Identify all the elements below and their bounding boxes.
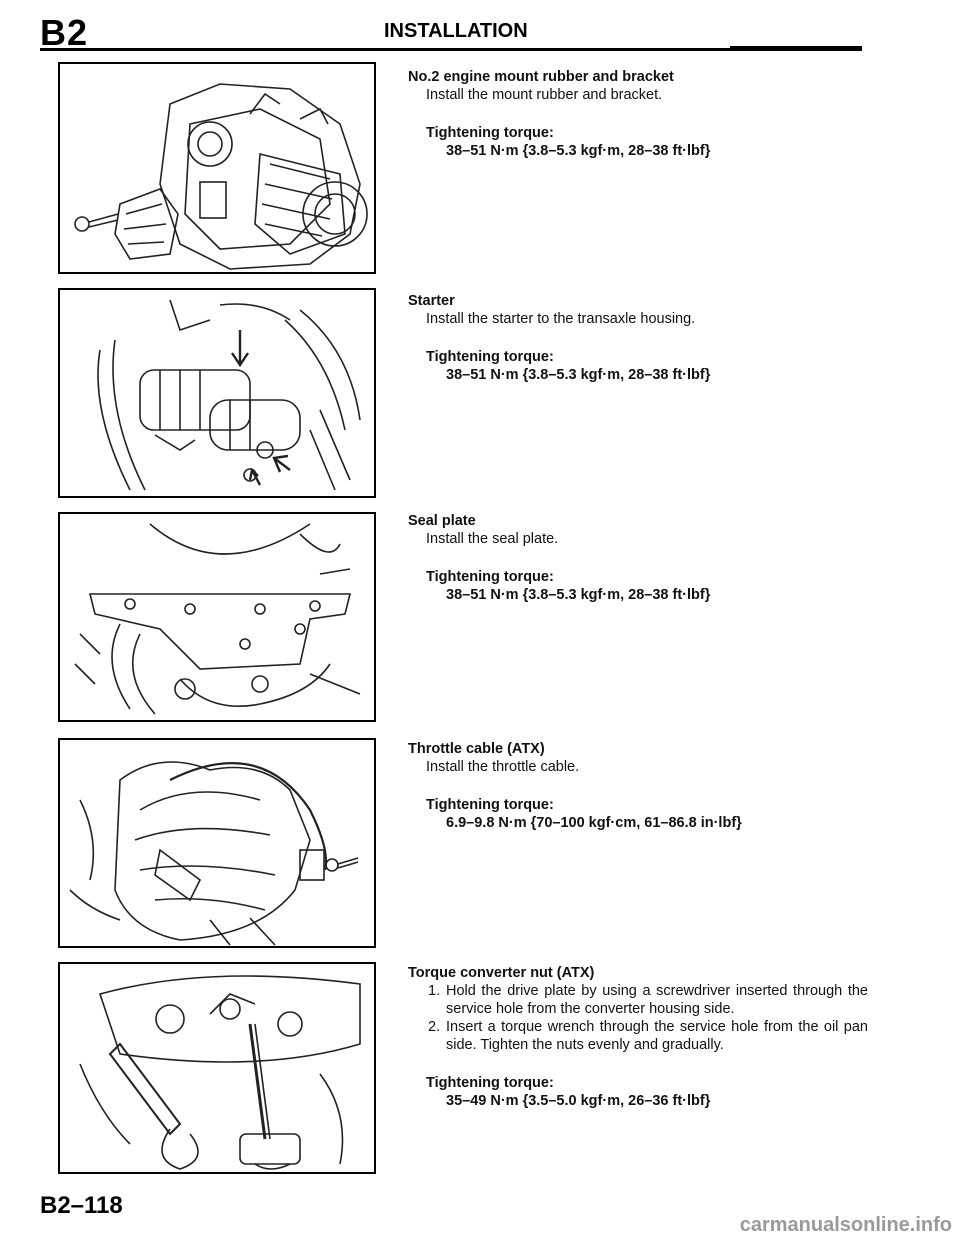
step-torque-converter: Torque converter nut (ATX) 1. Hold the d… (408, 964, 868, 1110)
step-title: Throttle cable (ATX) (408, 741, 545, 757)
step-description: Install the seal plate. (426, 531, 559, 547)
torque-value: 38–51 N·m {3.8–5.3 kgf·m, 28–38 ft·lbf} (446, 143, 711, 159)
figure-throttle-cable (58, 738, 376, 948)
figure-engine-mount (58, 62, 376, 274)
step-title: Starter (408, 293, 455, 309)
header-rule (40, 48, 862, 51)
list-number: 1. (428, 983, 441, 999)
list-item: 1. Hold the drive plate by using a screw… (408, 982, 868, 1018)
procedure-list: 1. Hold the drive plate by using a screw… (408, 982, 868, 1054)
page-title: INSTALLATION (384, 20, 528, 42)
list-item: 2. Insert a torque wrench through the se… (408, 1018, 868, 1054)
list-text: Hold the drive plate by using a screwdri… (446, 983, 868, 1017)
torque-label: Tightening torque: (426, 1075, 554, 1091)
throttle-cable-illustration (69, 761, 359, 946)
torque-value: 38–51 N·m {3.8–5.3 kgf·m, 28–38 ft·lbf} (446, 587, 711, 603)
torque-label: Tightening torque: (426, 349, 554, 365)
step-throttle-cable: Throttle cable (ATX) Install the throttl… (408, 740, 868, 832)
torque-label: Tightening torque: (426, 569, 554, 585)
torque-value: 35–49 N·m {3.5–5.0 kgf·m, 26–36 ft·lbf} (446, 1093, 711, 1109)
step-title: Seal plate (408, 513, 476, 529)
torque-label: Tightening torque: (426, 797, 554, 813)
torque-value: 6.9–9.8 N·m {70–100 kgf·cm, 61–86.8 in·l… (446, 815, 742, 831)
step-description: Install the throttle cable. (426, 759, 580, 775)
header-rule-accent (730, 46, 862, 51)
torque-converter-illustration (79, 975, 361, 1170)
step-title: Torque converter nut (ATX) (408, 965, 595, 981)
step-title: No.2 engine mount rubber and bracket (408, 69, 674, 85)
engine-mount-illustration (74, 83, 368, 270)
torque-label: Tightening torque: (426, 125, 554, 141)
torque-value: 38–51 N·m {3.8–5.3 kgf·m, 28–38 ft·lbf} (446, 367, 711, 383)
figure-seal-plate (58, 512, 376, 722)
page-number: B2–118 (40, 1192, 123, 1219)
step-description: Install the mount rubber and bracket. (426, 87, 663, 103)
figure-torque-converter (58, 962, 376, 1174)
list-number: 2. (428, 1019, 441, 1035)
figure-starter (58, 288, 376, 498)
step-seal-plate: Seal plate Install the seal plate. Tight… (408, 512, 868, 604)
page-header: B2 INSTALLATION (0, 0, 960, 60)
section-code: B2 (40, 12, 89, 53)
watermark: carmanualsonline.info (739, 1214, 952, 1236)
step-starter: Starter Install the starter to the trans… (408, 292, 868, 384)
step-description: Install the starter to the transaxle hou… (426, 311, 696, 327)
starter-illustration (97, 299, 361, 491)
seal-plate-illustration (74, 523, 361, 715)
step-engine-mount: No.2 engine mount rubber and bracket Ins… (408, 68, 868, 160)
list-text: Insert a torque wrench through the servi… (446, 1019, 868, 1053)
